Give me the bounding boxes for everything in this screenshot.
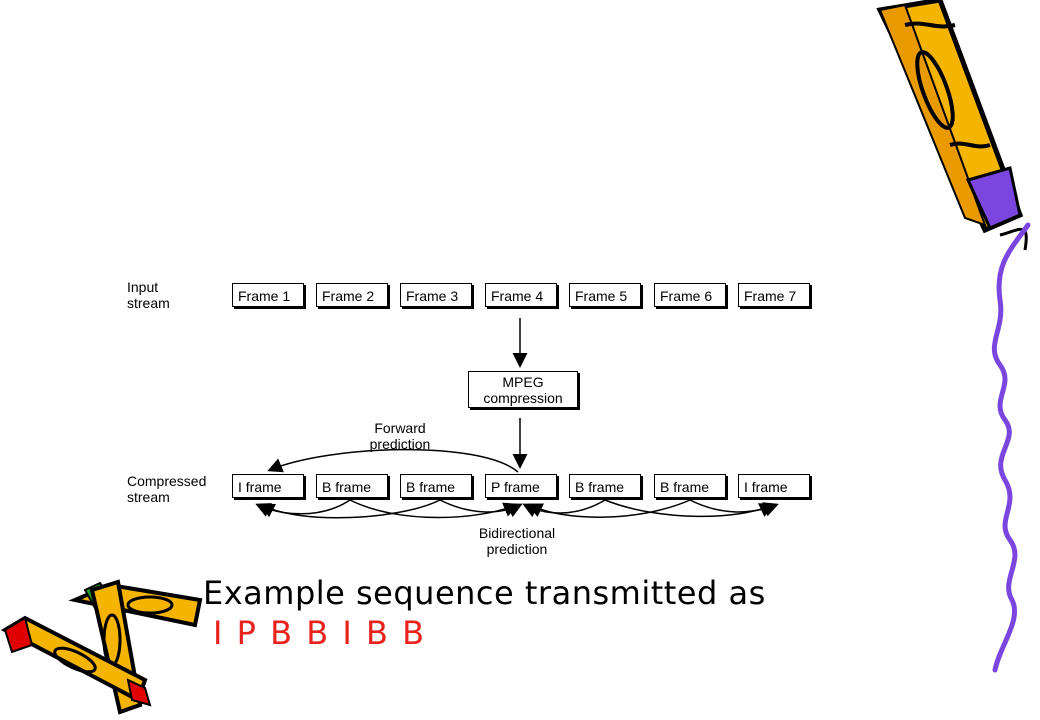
mpeg-compression-box: MPEG compression [468,371,578,408]
compressed-frame-box: B frame [654,474,726,498]
compressed-frame-box: B frame [316,474,388,498]
input-frame-box: Frame 5 [569,283,641,307]
compressed-frame-box: I frame [232,474,304,498]
compressed-frame-box: B frame [569,474,641,498]
purple-wavy-line [991,222,1031,673]
input-frame-box: Frame 3 [400,283,472,307]
compressed-frame-box: P frame [485,474,557,498]
compressed-stream-label: Compressed stream [127,473,207,505]
compressed-frame-box: I frame [738,474,810,498]
bidirectional-arrows [255,499,779,519]
sequence-text: I P B B I B B [213,614,427,652]
forward-prediction-label: Forward prediction [369,420,431,452]
input-frame-box: Frame 4 [485,283,557,307]
input-frame-box: Frame 1 [232,283,304,307]
input-frames-row: Frame 1 Frame 2 Frame 3 Frame 4 Frame 5 … [232,283,810,307]
input-frame-box: Frame 6 [654,283,726,307]
input-frame-box: Frame 7 [738,283,810,307]
headline-text: Example sequence transmitted as [203,574,766,612]
bidirectional-prediction-label: Bidirectional prediction [478,525,556,557]
compressed-frames-row: I frame B frame B frame P frame B frame … [232,474,810,498]
input-frame-box: Frame 2 [316,283,388,307]
pencil-top-right-icon [876,0,1028,251]
compressed-frame-box: B frame [400,474,472,498]
forward-prediction-arrow [267,448,519,473]
pencils-bottom-left-icon [0,579,203,715]
input-stream-label: Input stream [127,279,170,311]
